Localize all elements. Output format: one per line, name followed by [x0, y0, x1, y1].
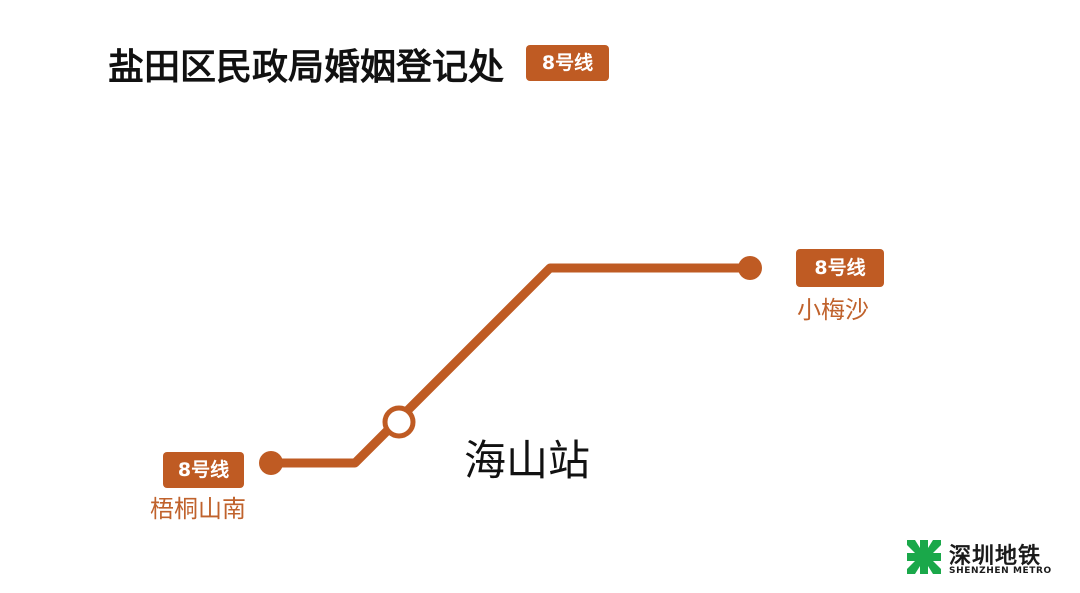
metro-logo: 深圳地铁 SHENZHEN METRO — [905, 536, 1055, 580]
page-title: 盐田区民政局婚姻登记处 — [108, 47, 505, 88]
logo-name-en: SHENZHEN METRO — [949, 566, 1052, 576]
logo-name-cn: 深圳地铁 — [949, 544, 1042, 569]
shenzhen-metro-logo-icon — [907, 540, 941, 574]
terminal-dot-left — [259, 451, 283, 475]
terminal-dot-right — [738, 256, 762, 280]
stop-right-line-badge: 8号线 — [796, 249, 884, 287]
title-line-badge: 8号线 — [526, 45, 609, 81]
line-8-route — [266, 263, 755, 468]
stop-left-line-badge: 8号线 — [163, 452, 244, 488]
current-station-marker — [382, 405, 416, 439]
stop-left-name: 梧桐山南 — [150, 495, 246, 523]
stop-right-name: 小梅沙 — [797, 296, 869, 324]
current-station-name: 海山站 — [464, 436, 591, 485]
